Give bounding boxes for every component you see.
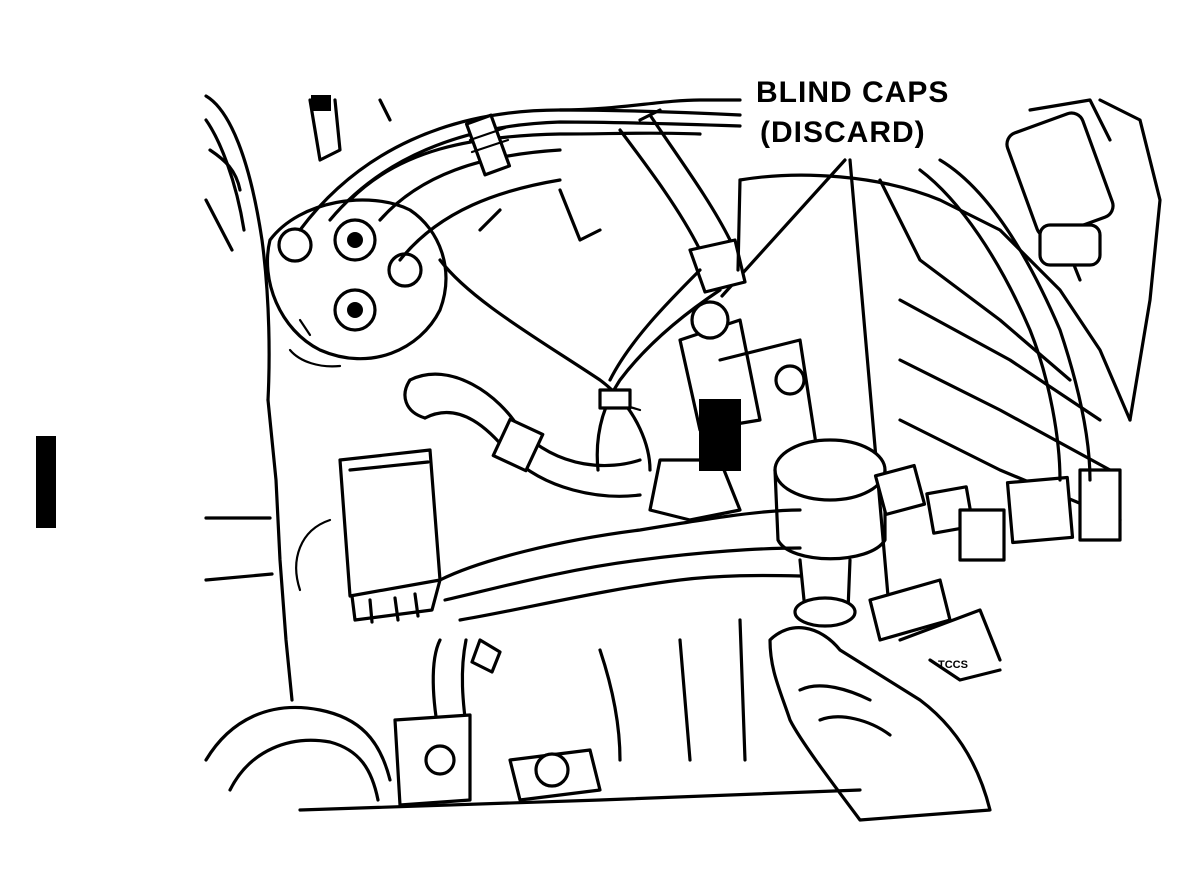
callout-line-2: (DISCARD)	[760, 116, 926, 149]
top-connectors	[308, 95, 602, 242]
leader-line-right	[848, 158, 890, 598]
vacuum-canister	[773, 438, 887, 628]
upper-hose	[618, 108, 747, 294]
blind-caps-callout: BLIND CAPS (DISCARD)	[720, 76, 949, 598]
bottom-edge	[298, 788, 862, 812]
intake-manifold	[736, 98, 1162, 562]
distributor-cap	[265, 198, 448, 368]
plug-wire-harness	[298, 98, 742, 262]
lower-hoses	[431, 508, 802, 742]
side-mark-bar	[36, 436, 56, 528]
throttle-body	[648, 300, 822, 522]
right-hoses	[918, 158, 1102, 482]
vacuum-lines	[438, 258, 722, 472]
fender-outline	[204, 94, 294, 702]
coolant-hose	[403, 372, 642, 498]
lower-components	[204, 618, 747, 807]
technician-hand	[768, 578, 1002, 822]
callout-line-1: BLIND CAPS	[756, 76, 949, 109]
stamp-text: TCCS	[938, 659, 968, 671]
solenoid-box	[295, 448, 442, 624]
